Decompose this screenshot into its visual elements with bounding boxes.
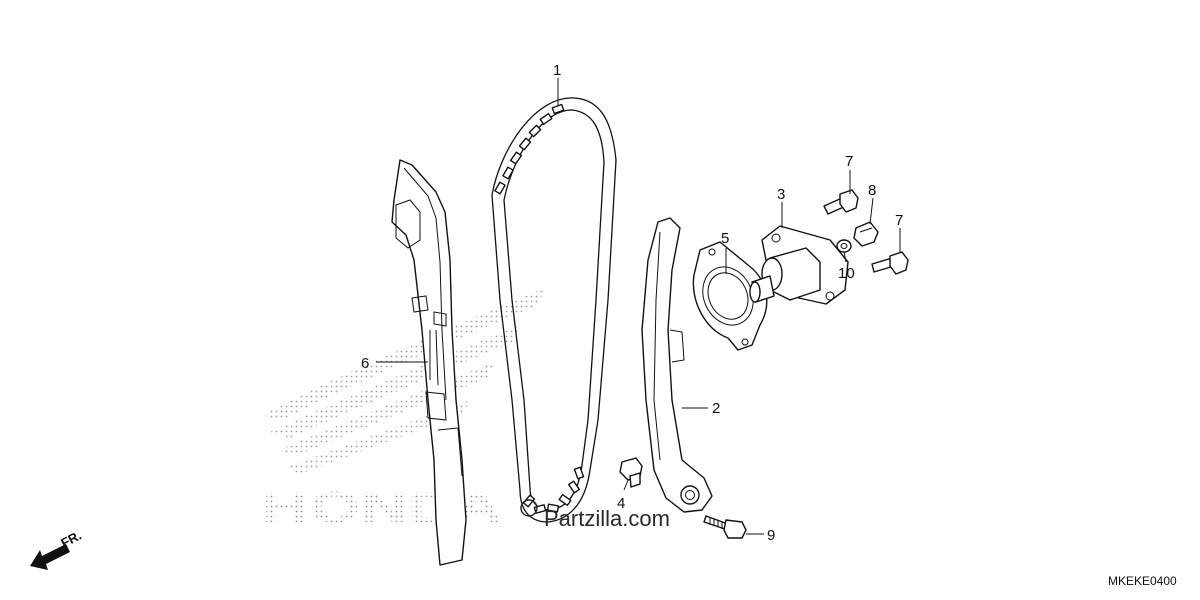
callout-5: 5 xyxy=(721,230,729,247)
callout-8: 8 xyxy=(868,182,876,199)
lifter-bolt-upper[interactable] xyxy=(823,189,859,215)
sealing-washer[interactable] xyxy=(836,239,852,253)
front-arrow-icon xyxy=(30,544,70,570)
watermark: Partzilla.com xyxy=(520,499,670,531)
callout-6: 6 xyxy=(361,355,369,372)
cam-chain-guide[interactable] xyxy=(391,159,467,566)
watermark-text: Partzilla.com xyxy=(544,506,670,531)
leader-lines xyxy=(376,78,901,535)
callout-10: 10 xyxy=(838,265,855,282)
callout-4: 4 xyxy=(617,495,625,512)
watermark-icon xyxy=(520,499,538,517)
callout-3: 3 xyxy=(777,186,785,203)
lifter-bolt-lower[interactable] xyxy=(871,251,909,275)
front-direction-indicator: FR. xyxy=(30,528,84,570)
cam-chain-tensioner-lifter[interactable] xyxy=(749,225,849,305)
pivot-bolt[interactable] xyxy=(703,515,747,539)
cam-chain-tensioner-guide[interactable] xyxy=(641,217,713,513)
diagram-code: MKEKE0400 xyxy=(1108,574,1177,588)
sealing-bolt[interactable] xyxy=(853,221,879,247)
callout-labels: 1 2 3 4 5 6 7 8 9 10 7 xyxy=(361,62,903,544)
callout-7-upper: 7 xyxy=(845,153,853,170)
callout-9: 9 xyxy=(767,527,775,544)
cam-chain[interactable] xyxy=(491,97,617,523)
callout-7-lower: 7 xyxy=(895,212,903,229)
guide-bolt[interactable] xyxy=(619,457,643,488)
callout-1: 1 xyxy=(553,62,561,79)
callout-2: 2 xyxy=(712,400,720,417)
chain-links-top xyxy=(494,103,565,195)
tensioner-gasket[interactable] xyxy=(692,241,768,351)
